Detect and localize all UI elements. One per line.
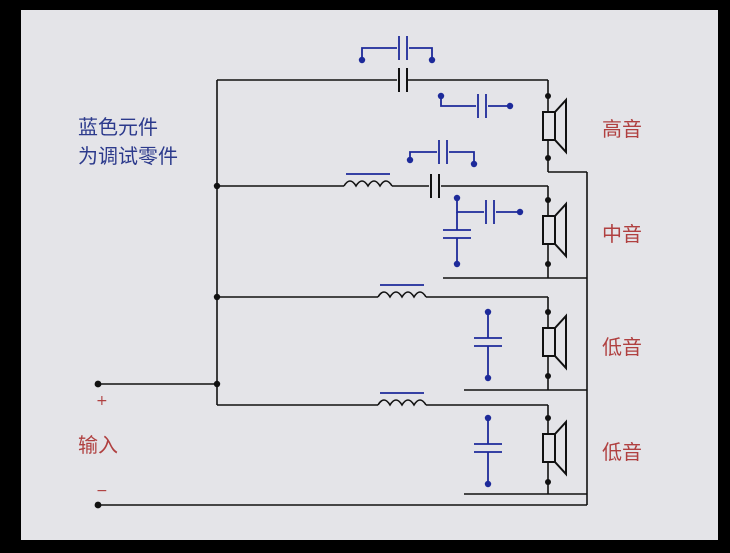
input-terminals xyxy=(94,172,588,509)
input-minus-sign: − xyxy=(96,483,108,499)
speaker-label-tweeter: 高音 xyxy=(602,117,642,141)
speaker-midrange xyxy=(542,197,567,267)
speaker-label-woofer-1: 低音 xyxy=(602,335,642,359)
speaker-label-midrange: 中音 xyxy=(602,222,642,246)
note-line-1: 蓝色元件 xyxy=(78,115,158,139)
midrange-branch xyxy=(217,140,587,279)
speaker-label-woofer-2: 低音 xyxy=(602,440,642,464)
input-label: 输入 xyxy=(78,433,118,457)
input-plus-sign: + xyxy=(96,393,108,409)
woofer1-branch xyxy=(217,284,587,391)
speaker-tweeter xyxy=(542,93,567,161)
main-bus xyxy=(213,79,548,405)
speaker-woofer-2 xyxy=(542,415,567,485)
woofer2-branch xyxy=(217,392,587,495)
note-line-2: 为调试零件 xyxy=(78,144,178,168)
speaker-woofer-1 xyxy=(542,309,567,379)
diagram-board xyxy=(21,10,718,540)
tweeter-branch xyxy=(358,36,587,173)
